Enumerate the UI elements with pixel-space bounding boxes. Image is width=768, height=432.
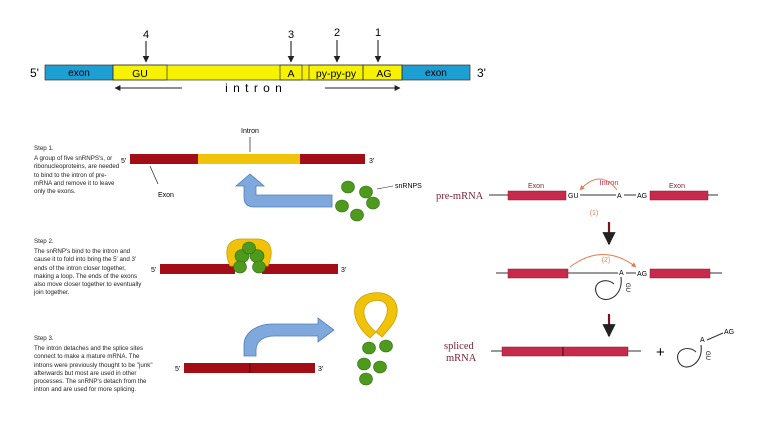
right-pre-mrna: pre-mRNA Exon GU Intron A AG Exon (1) (436, 178, 718, 217)
arrow-number-3: 3 (288, 29, 294, 41)
free-lariat-tail (706, 332, 724, 341)
step2-text-block: Step 2. The snRNP's bind to the intron a… (34, 238, 146, 297)
step1-exon-pointer (149, 165, 159, 185)
lariat-gu: GU (624, 283, 630, 292)
snrnps-pointer (376, 185, 394, 190)
seg-box-a (279, 64, 303, 81)
seg-box-ag (362, 64, 403, 81)
snrnps-label: snRNPS (395, 183, 422, 190)
step3-graphic: 5' 3' (175, 292, 398, 386)
step1-title: Step 1. (34, 145, 54, 152)
intron-span-label: i n t r o n (225, 81, 283, 95)
step2-three-prime: 3' (341, 267, 346, 274)
snrnp-ball (252, 260, 266, 274)
pre-ag: AG (637, 193, 647, 200)
pre-exon-left (507, 190, 567, 201)
snrnp-ball (373, 360, 387, 374)
top-strand: 5' exon exon 3' GU A py-py-py AG 4 3 2 1… (30, 27, 486, 95)
step3-text-block: Step 3. The intron detaches and the spli… (34, 335, 158, 394)
snrnp-ball (379, 339, 393, 353)
pre-mrna-label: pre-mRNA (436, 191, 484, 202)
snrnp-ball (242, 241, 256, 255)
seg-a: A (287, 68, 294, 80)
free-lariat-loop (677, 344, 702, 368)
step3-five-prime: 5' (175, 366, 180, 373)
seg-ag: AG (376, 68, 391, 80)
step1-intron (198, 154, 300, 164)
step1-three-prime: 3' (369, 158, 374, 165)
step1-intron-label: Intron (241, 128, 259, 135)
lariat-exon-left (507, 268, 569, 279)
top-exon-left-label: exon (68, 68, 90, 79)
step1-blue-arrow-icon (234, 173, 333, 208)
free-lariat-a: A (700, 337, 705, 344)
step3-exon-left (184, 363, 250, 373)
step3-blue-arrow-icon (243, 317, 335, 357)
step2-graphic: 5' 3' (151, 238, 346, 274)
step1-graphic: Intron 5' 3' Exon snRNPS (121, 128, 422, 222)
pre-exon-left-label: Exon (528, 183, 544, 190)
pre-gu: GU (568, 193, 579, 200)
top-five-prime: 5' (30, 66, 39, 80)
right-spliced: spliced mRNA + A AG GU (444, 329, 734, 368)
step3-exon-right (250, 363, 315, 373)
step3-three-prime: 3' (318, 366, 323, 373)
step2-title: Step 2. (34, 238, 54, 245)
spliced-exon-right (562, 346, 629, 357)
step1-exon-left (130, 154, 198, 164)
lariat-loop (595, 276, 622, 301)
step-two-label: (2) (602, 257, 611, 264)
spliced-label: spliced (444, 341, 474, 352)
lariat-a: A (619, 270, 624, 277)
step-one-label: (1) (590, 210, 599, 217)
snrnp-ball (362, 341, 376, 355)
step2-snrnp-cluster (233, 241, 266, 274)
step3-title: Step 3. (34, 335, 54, 342)
released-intron-lariat (354, 292, 398, 339)
seg-box-gu (112, 64, 168, 81)
plus-sign: + (656, 344, 665, 361)
pre-a: A (617, 193, 622, 200)
arrow-number-4: 4 (143, 29, 149, 41)
lariat-ag: AG (637, 271, 647, 278)
seg-py: py-py-py (316, 68, 357, 80)
arrow-number-2: 2 (334, 27, 340, 39)
step1-exon-label: Exon (158, 192, 174, 199)
top-exon-right-label: exon (425, 68, 447, 79)
snrnp-ball (359, 185, 373, 199)
step2-five-prime: 5' (151, 267, 156, 274)
snrnp-ball (233, 260, 247, 274)
snrnp-ball (359, 372, 373, 386)
mrna-label: mRNA (446, 353, 477, 364)
step1-exon-right (300, 154, 365, 164)
pre-exon-right (649, 190, 709, 201)
free-lariat-ag: AG (724, 329, 734, 336)
snrnp-ball (350, 208, 364, 222)
right-lariat-stage: A AG GU (2) (496, 254, 722, 301)
top-three-prime: 3' (477, 66, 486, 80)
lariat-exon-right (649, 268, 711, 279)
top-intron (112, 64, 403, 81)
seg-gu: GU (132, 68, 148, 80)
free-lariat-gu: GU (704, 351, 710, 360)
spliced-exon-left (501, 346, 564, 357)
step-two-curve-arrow (569, 254, 637, 268)
snrnp-ball (357, 357, 371, 371)
pre-exon-right-label: Exon (669, 183, 685, 190)
step1-body: A group of five snRNPS's, or ribonucleop… (34, 155, 120, 196)
snrnp-ball (335, 199, 349, 213)
step1-five-prime: 5' (121, 158, 126, 165)
step2-exon-left (160, 264, 235, 274)
step-one-curve-arrow (579, 178, 618, 191)
step1-snrnp-cluster (335, 180, 380, 222)
snrnp-ball (341, 180, 355, 194)
arrow-number-1: 1 (375, 27, 381, 39)
snrnp-ball (366, 196, 380, 210)
step1-text-block: Step 1. A group of five snRNPS's, or rib… (34, 145, 122, 196)
step3-body: The intron detaches and the splice sites… (34, 345, 153, 394)
step2-exon-right (262, 264, 338, 274)
step2-body: The snRNP's bind to the intron and cause… (34, 248, 142, 297)
step3-snrnp-cluster (357, 339, 393, 386)
